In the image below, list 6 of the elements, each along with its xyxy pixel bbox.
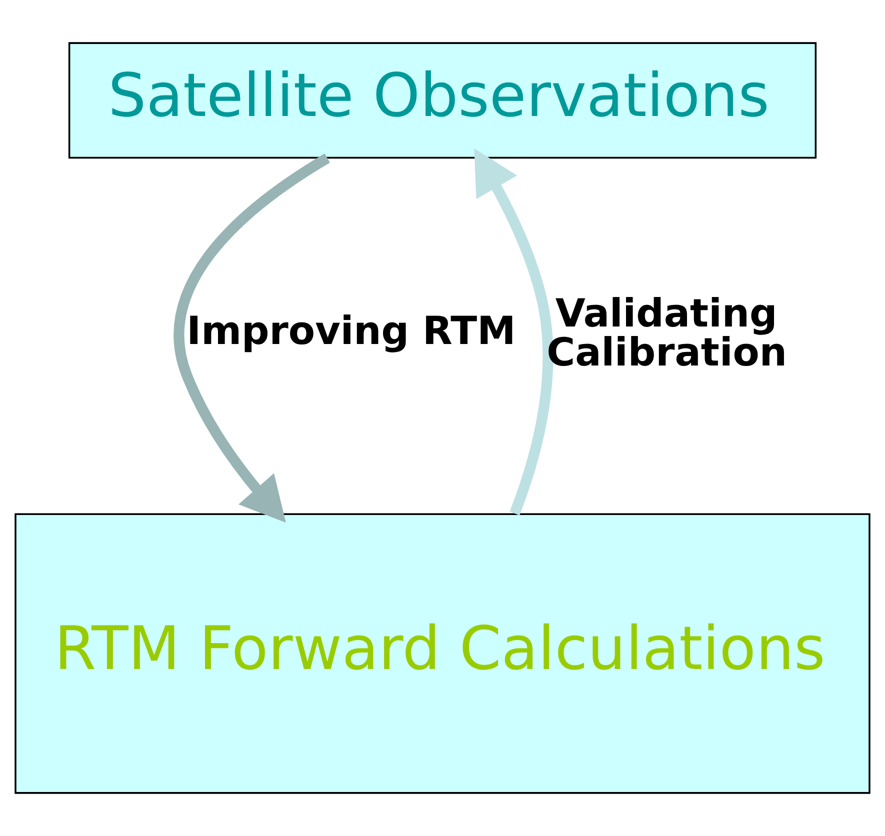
arrow — [474, 148, 554, 516]
node-box: Satellite Observations — [68, 42, 817, 159]
arrow — [174, 154, 330, 523]
node-box: RTM Forward Calculations — [14, 513, 870, 794]
edge-label: Improving RTM — [186, 309, 516, 354]
edge-label: Validating Calibration — [546, 291, 788, 376]
